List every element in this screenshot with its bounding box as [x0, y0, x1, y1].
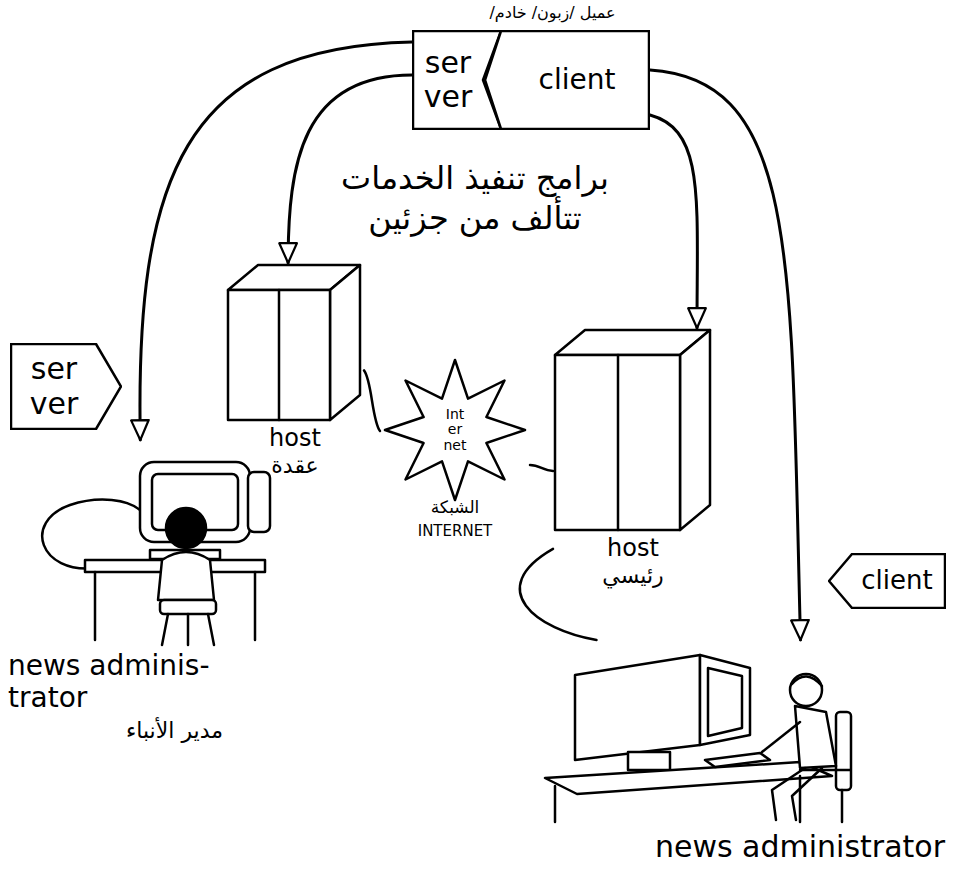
shape-border — [11, 344, 121, 429]
arabic-note: عميل /زبون/ خادم/ — [450, 3, 655, 23]
connector — [650, 115, 697, 328]
connector — [650, 70, 801, 640]
host-label: host — [226, 425, 364, 453]
host-arabic-label: رئيسي — [553, 563, 713, 588]
shape-label: ser ver — [24, 352, 84, 421]
shape-border — [829, 554, 945, 608]
arabic-caption-note: برامج تنفيذ الخدمات تتألف من جزئين — [335, 158, 615, 238]
shape-label: ser ver — [420, 46, 476, 115]
connector — [530, 465, 553, 471]
network-label: الشبكة — [380, 498, 530, 518]
network-label: INTERNET — [380, 523, 530, 540]
client-flag: client — [828, 553, 946, 609]
internet-star: Int er net الشبكة INTERNET — [380, 355, 530, 555]
host-cabinet — [555, 330, 710, 530]
news-admin: news adminis- trator مدير الأنباء — [8, 440, 278, 744]
host-cabinet — [228, 265, 360, 420]
host-label: host — [553, 535, 713, 563]
host-node: hostعقدة — [226, 263, 364, 478]
host-node: hostرئيسي — [553, 328, 713, 588]
host-arabic-label: عقدة — [226, 453, 364, 478]
client-part: client — [484, 30, 650, 130]
news-admin: news administrator — [520, 640, 945, 865]
connector — [364, 370, 380, 431]
server-flag: ser ver — [10, 343, 122, 430]
admin-figure — [545, 655, 851, 822]
connector — [520, 549, 597, 640]
star-shape — [385, 360, 525, 500]
shape-border — [485, 31, 649, 129]
shape-label: client — [861, 566, 932, 596]
role-arabic-label: مدير الأنباء — [8, 718, 223, 743]
admin-figure — [42, 462, 270, 645]
role-label: news adminis- trator — [8, 650, 243, 714]
role-label: news administrator — [520, 830, 945, 865]
internet-label: Int er net — [440, 407, 470, 453]
shape-label: client — [539, 64, 616, 96]
connector — [140, 42, 412, 440]
